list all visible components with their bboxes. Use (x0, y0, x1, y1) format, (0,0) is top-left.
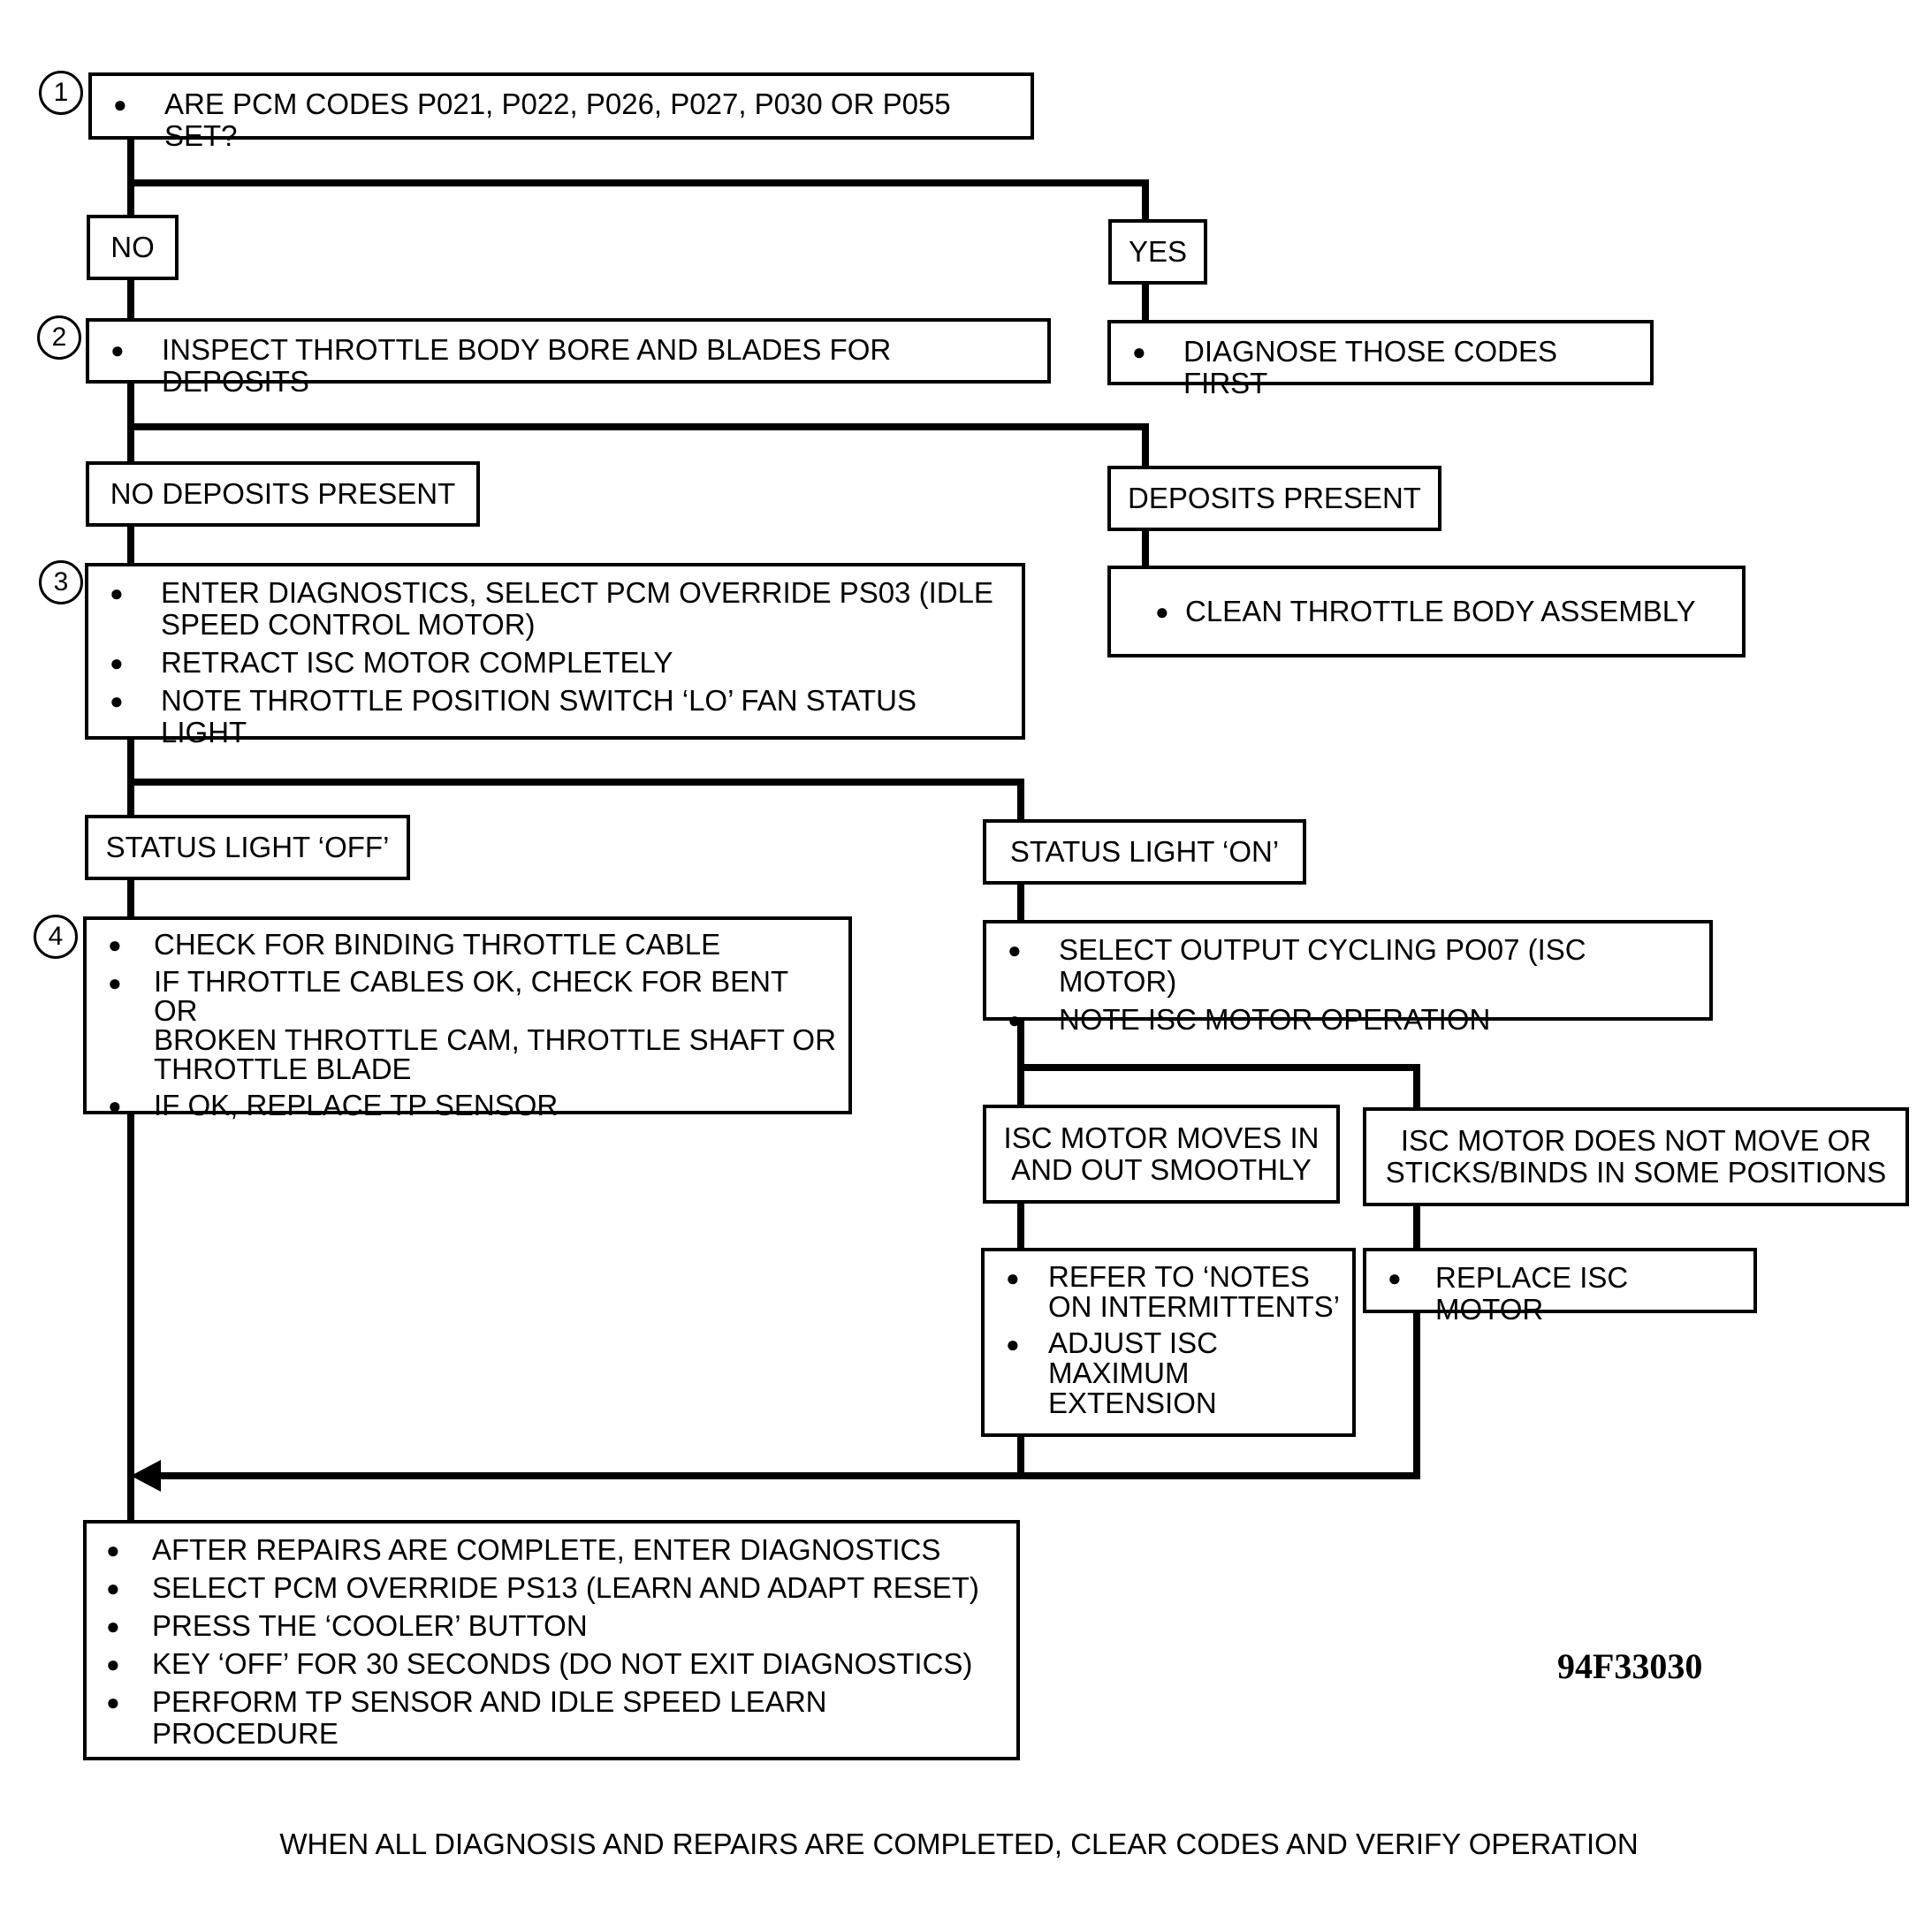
final-procedure-box: ● AFTER REPAIRS ARE COMPLETE, ENTER DIAGN… (83, 1520, 1020, 1760)
footer-note: WHEN ALL DIAGNOSIS AND REPAIRS ARE COMPL… (279, 1828, 1639, 1860)
action-text: ADJUST ISC MAXIMUM EXTENSION (1048, 1326, 1218, 1419)
action-text: REFER TO ‘NOTES ON INTERMITTENTS’ (1048, 1260, 1340, 1323)
step-text: IF OK, REPLACE TP SENSOR (154, 1089, 559, 1121)
bullet-icon: ● (106, 1689, 120, 1715)
step-text: INSPECT THROTTLE BODY BORE AND BLADES FO… (162, 333, 892, 398)
bullet-icon: ● (1006, 1265, 1020, 1291)
bullet-icon: ● (110, 688, 124, 714)
list-item: ● ADJUST ISC MAXIMUM EXTENSION (1006, 1328, 1340, 1418)
action-text: PERFORM TP SENSOR AND IDLE SPEED LEARN P… (152, 1685, 827, 1750)
action-text: REPLACE ISC MOTOR (1435, 1261, 1629, 1326)
step-number-4: 4 (34, 915, 78, 959)
output-cycling-box: ●SELECT OUTPUT CYCLING PO07 (ISC MOTOR) … (983, 920, 1713, 1036)
figure-id: 94F33030 (1557, 1646, 1703, 1686)
branch-yes: YES (1108, 219, 1207, 285)
bullet-icon: ● (106, 1537, 120, 1563)
list-item: ● DIAGNOSE THOSE CODES FIRST (1132, 336, 1638, 399)
list-item: ● KEY ‘OFF’ FOR 30 SECONDS (DO NOT EXIT D… (106, 1648, 1004, 1680)
branch-no: NO (87, 215, 179, 280)
bullet-icon: ● (110, 650, 124, 676)
step-text: NOTE THROTTLE POSITION SWITCH ‘LO’ FAN S… (161, 684, 917, 749)
list-item: ● REPLACE ISC MOTOR (1388, 1262, 1741, 1326)
bullet-icon: ● (1388, 1265, 1402, 1291)
step-1-box: ● ARE PCM CODES P021, P022, P026, P027, P… (88, 72, 1034, 152)
action-text: SELECT OUTPUT CYCLING PO07 (ISC MOTOR) (1059, 933, 1586, 998)
list-item: ● RETRACT ISC MOTOR COMPLETELY (110, 647, 1009, 679)
refer-notes-box: ● REFER TO ‘NOTES ON INTERMITTENTS’ ● ADJU… (981, 1248, 1356, 1437)
list-item: ● REFER TO ‘NOTES ON INTERMITTENTS’ (1006, 1262, 1340, 1322)
list-item: ● IF THROTTLE CABLES OK, CHECK FOR BENT O… (108, 967, 836, 1083)
action-text: SELECT PCM OVERRIDE PS13 (LEARN AND ADAP… (152, 1571, 979, 1604)
step-text: ENTER DIAGNOSTICS, SELECT PCM OVERRIDE P… (161, 576, 993, 641)
list-item: ● CHECK FOR BINDING THROTTLE CABLE (108, 929, 836, 961)
step-text: IF THROTTLE CABLES OK, CHECK FOR BENT OR… (154, 965, 836, 1085)
list-item: ● SELECT OUTPUT CYCLING PO07 (ISC MOTOR) (1008, 934, 1697, 998)
bullet-icon: ● (113, 91, 127, 118)
list-item: ● INSPECT THROTTLE BODY BORE AND BLADES F… (110, 334, 1035, 398)
branch-deposits-present: DEPOSITS PRESENT (1107, 466, 1441, 531)
list-item: ● NOTE THROTTLE POSITION SWITCH ‘LO’ FAN … (110, 685, 1009, 749)
step-number-1: 1 (39, 71, 83, 115)
replace-isc-box: ● REPLACE ISC MOTOR (1363, 1248, 1757, 1326)
step-text: CHECK FOR BINDING THROTTLE CABLE (154, 928, 721, 961)
action-text: DIAGNOSE THOSE CODES FIRST (1183, 335, 1557, 399)
step-2-box: ● INSPECT THROTTLE BODY BORE AND BLADES F… (86, 318, 1051, 398)
action-text: PRESS THE ‘COOLER’ BUTTON (152, 1609, 588, 1642)
bullet-icon: ● (108, 969, 122, 996)
step-text: RETRACT ISC MOTOR COMPLETELY (161, 646, 673, 679)
list-item: ● AFTER REPAIRS ARE COMPLETE, ENTER DIAGN… (106, 1534, 1004, 1566)
list-item: ● CLEAN THROTTLE BODY ASSEMBLY (1155, 596, 1730, 627)
list-item: ● PERFORM TP SENSOR AND IDLE SPEED LEARN … (106, 1686, 1004, 1750)
action-text: KEY ‘OFF’ FOR 30 SECONDS (DO NOT EXIT DI… (152, 1647, 973, 1680)
branch-isc-moves-smoothly: ISC MOTOR MOVES IN AND OUT SMOOTHLY (983, 1105, 1340, 1204)
branch-no-deposits: NO DEPOSITS PRESENT (86, 461, 480, 527)
bullet-icon: ● (108, 1092, 122, 1119)
bullet-icon: ● (110, 337, 125, 363)
branch-isc-does-not-move: ISC MOTOR DOES NOT MOVE OR STICKS/BINDS … (1363, 1107, 1909, 1206)
action-text: NOTE ISC MOTOR OPERATION (1059, 1003, 1491, 1036)
bullet-icon: ● (110, 580, 124, 606)
step-text: ARE PCM CODES P021, P022, P026, P027, P0… (164, 87, 951, 152)
action-text: AFTER REPAIRS ARE COMPLETE, ENTER DIAGNO… (152, 1533, 941, 1566)
bullet-icon: ● (1008, 1007, 1022, 1033)
bullet-icon: ● (106, 1613, 120, 1639)
bullet-icon: ● (1132, 338, 1146, 365)
bullet-icon: ● (1006, 1331, 1020, 1357)
list-item: ● ARE PCM CODES P021, P022, P026, P027, P… (113, 88, 1018, 152)
step-4-box: ● CHECK FOR BINDING THROTTLE CABLE ● IF TH… (83, 916, 852, 1121)
bullet-icon: ● (1008, 937, 1022, 963)
action-text: CLEAN THROTTLE BODY ASSEMBLY (1185, 595, 1696, 627)
list-item: ● ENTER DIAGNOSTICS, SELECT PCM OVERRIDE … (110, 577, 1009, 641)
return-arrowhead (131, 1460, 161, 1492)
list-item: ● NOTE ISC MOTOR OPERATION (1008, 1004, 1697, 1036)
branch-status-on: STATUS LIGHT ‘ON’ (983, 819, 1306, 885)
list-item: ● IF OK, REPLACE TP SENSOR (108, 1090, 836, 1121)
step-3-box: ● ENTER DIAGNOSTICS, SELECT PCM OVERRIDE … (85, 563, 1025, 749)
bullet-icon: ● (1155, 598, 1169, 625)
branch-status-off: STATUS LIGHT ‘OFF’ (85, 815, 410, 880)
diagnose-codes-box: ● DIAGNOSE THOSE CODES FIRST (1107, 320, 1654, 399)
bullet-icon: ● (108, 931, 122, 958)
step-number-3: 3 (39, 560, 83, 604)
list-item: ● PRESS THE ‘COOLER’ BUTTON (106, 1610, 1004, 1642)
clean-throttle-box: ● CLEAN THROTTLE BODY ASSEMBLY (1107, 566, 1746, 657)
step-number-2: 2 (37, 315, 81, 360)
bullet-icon: ● (106, 1651, 120, 1677)
list-item: ● SELECT PCM OVERRIDE PS13 (LEARN AND ADA… (106, 1572, 1004, 1604)
bullet-icon: ● (106, 1575, 120, 1601)
